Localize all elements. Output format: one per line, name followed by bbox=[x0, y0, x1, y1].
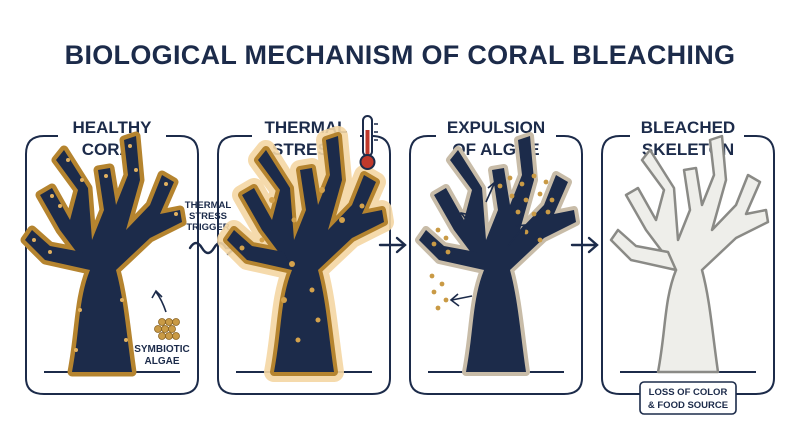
thermometer-icon bbox=[359, 115, 378, 170]
panel-3-title-line1: EXPULSION bbox=[447, 118, 545, 137]
panel-frame-2 bbox=[217, 135, 391, 395]
algae-label-line2: ALGAE bbox=[145, 356, 180, 367]
stressed-coral bbox=[227, 136, 384, 372]
arrow-right-icon bbox=[378, 236, 407, 254]
loss-label-line1: LOSS OF COLOR bbox=[649, 387, 728, 398]
bleached-coral bbox=[609, 134, 770, 374]
algae-label-line1: SYMBIOTIC bbox=[134, 344, 190, 355]
panel-frame-3 bbox=[409, 135, 583, 395]
loss-of-color-box: LOSS OF COLOR & FOOD SOURCE bbox=[639, 381, 737, 415]
panel-1-title-line1: HEALTHY bbox=[72, 118, 152, 137]
trigger-label-line2: STRESS bbox=[189, 211, 227, 222]
arrow-right-icon bbox=[570, 236, 599, 254]
expelled-algae-particles bbox=[429, 173, 555, 311]
curved-arrow-icon bbox=[151, 289, 167, 313]
trigger-label-line3: TRIGGER bbox=[186, 222, 229, 233]
panel-frame-1 bbox=[25, 135, 199, 395]
panel-4-title-line1: BLEACHED bbox=[641, 118, 735, 137]
diagram-title: BIOLOGICAL MECHANISM OF CORAL BLEACHING bbox=[64, 40, 736, 70]
loss-label-line2: & FOOD SOURCE bbox=[648, 400, 728, 411]
symbiotic-algae-cluster bbox=[154, 318, 180, 340]
healthy-coral bbox=[25, 136, 182, 372]
expelling-coral bbox=[419, 136, 576, 372]
trigger-label-line1: THERMAL bbox=[185, 200, 232, 211]
expulsion-arrows bbox=[449, 181, 526, 307]
